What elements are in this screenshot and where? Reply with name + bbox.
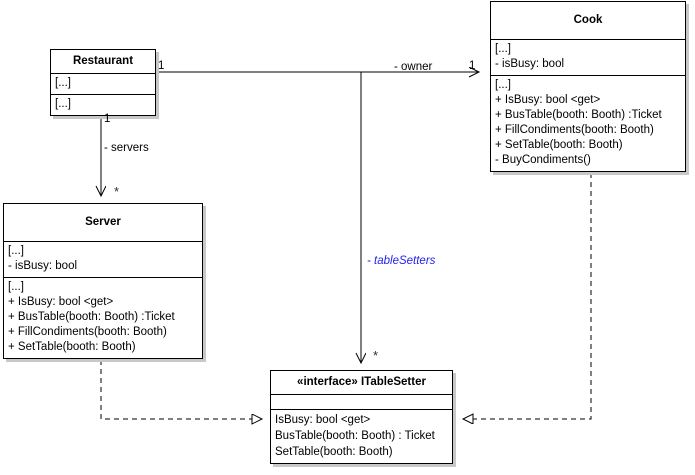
edge-server-realization bbox=[100, 351, 262, 419]
role-label-owner: - owner bbox=[394, 61, 433, 73]
class-attributes-itablesetter bbox=[271, 395, 452, 410]
class-operations-restaurant: [...] bbox=[51, 95, 155, 115]
class-attribute: [...] bbox=[55, 76, 71, 89]
class-operation: + FillCondiments(booth: Booth) bbox=[495, 123, 654, 136]
class-operation: SetTable(booth: Booth) bbox=[275, 445, 393, 458]
class-operation: [...] bbox=[8, 280, 24, 293]
class-attributes-server: [...] - isBusy: bool bbox=[4, 242, 202, 278]
class-attributes-cook: [...] - isBusy: bool bbox=[491, 40, 685, 76]
multiplicity-restaurant-cook-target: 1 bbox=[469, 60, 476, 72]
class-operation: + IsBusy: bool <get> bbox=[8, 295, 114, 308]
class-operation: [...] bbox=[55, 97, 71, 110]
class-box-restaurant[interactable]: Restaurant [...] [...] bbox=[50, 49, 156, 116]
class-attribute: - isBusy: bool bbox=[8, 259, 78, 272]
class-attribute: [...] bbox=[495, 42, 511, 55]
class-operations-itablesetter: IsBusy: bool <get> BusTable(booth: Booth… bbox=[271, 410, 452, 463]
class-operation: + IsBusy: bool <get> bbox=[495, 93, 601, 106]
class-operation: + FillCondiments(booth: Booth) bbox=[8, 325, 167, 338]
edge-cook-realization bbox=[463, 164, 592, 419]
class-operation: BusTable(booth: Booth) : Ticket bbox=[275, 429, 435, 442]
class-operation: + BusTable(booth: Booth) :Ticket bbox=[495, 108, 662, 121]
multiplicity-restaurant-server-source: 1 bbox=[104, 113, 111, 125]
class-operation: + SetTable(booth: Booth) bbox=[8, 340, 136, 353]
multiplicity-restaurant-itablesetter-target: * bbox=[373, 348, 379, 363]
role-label-servers: - servers bbox=[104, 142, 149, 154]
class-operations-server: [...] + IsBusy: bool <get> + BusTable(bo… bbox=[4, 278, 202, 358]
multiplicity-restaurant-server-target: * bbox=[114, 184, 120, 199]
class-title-restaurant: Restaurant bbox=[51, 50, 155, 74]
class-attribute: - isBusy: bool bbox=[495, 57, 565, 70]
class-box-itablesetter[interactable]: «interface» ITableSetter IsBusy: bool <g… bbox=[270, 370, 453, 464]
class-box-server[interactable]: Server [...] - isBusy: bool [...] + IsBu… bbox=[3, 203, 203, 359]
class-box-cook[interactable]: Cook [...] - isBusy: bool [...] + IsBusy… bbox=[490, 1, 686, 172]
class-title-server: Server bbox=[4, 204, 202, 242]
class-operation: [...] bbox=[495, 78, 511, 91]
class-title-cook: Cook bbox=[491, 2, 685, 40]
class-operations-cook: [...] + IsBusy: bool <get> + BusTable(bo… bbox=[491, 76, 685, 171]
class-title-itablesetter: «interface» ITableSetter bbox=[271, 371, 452, 395]
multiplicity-restaurant-cook-source: 1 bbox=[158, 60, 165, 72]
class-operation: + SetTable(booth: Booth) bbox=[495, 138, 623, 151]
class-attribute: [...] bbox=[8, 244, 24, 257]
class-operation: + BusTable(booth: Booth) :Ticket bbox=[8, 310, 175, 323]
class-attributes-restaurant: [...] bbox=[51, 74, 155, 95]
role-label-tablesetters: - tableSetters bbox=[367, 255, 436, 267]
class-operation: - BuyCondiments() bbox=[495, 153, 591, 166]
class-operation: IsBusy: bool <get> bbox=[275, 413, 371, 426]
